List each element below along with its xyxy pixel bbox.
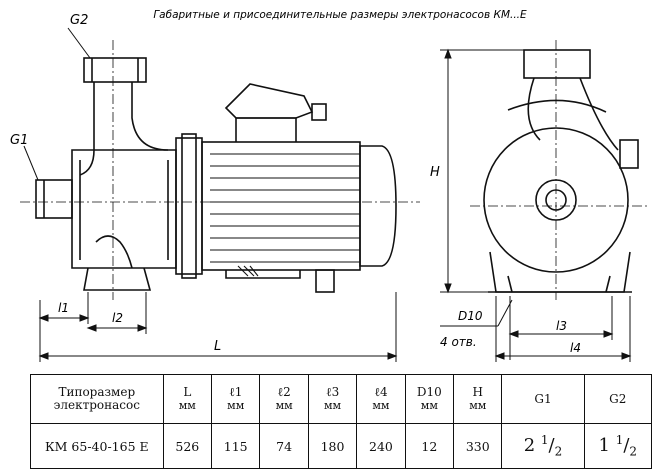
- label-l4: l4: [570, 341, 581, 355]
- motor-flange: [175, 137, 203, 275]
- label-l1: l1: [58, 301, 69, 315]
- cell-g1: 2 1/2: [501, 423, 585, 469]
- front-view: [483, 49, 639, 293]
- terminal-box: [235, 117, 297, 142]
- label-l-total: L: [214, 339, 221, 354]
- label-g2: G2: [70, 13, 88, 28]
- pump-dimension-drawing: Габаритные и присоединительные размеры э…: [10, 9, 650, 362]
- volute-casing: [71, 149, 177, 269]
- cell-model: КМ 65-40-165 Е: [30, 423, 164, 469]
- drawing-title: Габаритные и присоединительные размеры э…: [153, 9, 527, 21]
- suction-flange: [35, 179, 73, 219]
- label-holes: 4 отв.: [440, 335, 477, 349]
- cell-l1: 115: [211, 423, 261, 469]
- motor-body: [201, 141, 361, 271]
- header-g1: G1: [501, 374, 585, 424]
- suction-port: [535, 179, 577, 221]
- center-lines: [20, 40, 650, 300]
- discharge-neck: [79, 82, 95, 176]
- front-outlet-flange: [523, 49, 591, 79]
- label-h: H: [430, 165, 440, 180]
- cell-l3: 180: [307, 423, 358, 469]
- cell-g2: 1 1/2: [583, 423, 653, 469]
- label-g1: G1: [10, 133, 28, 148]
- cell-l-total: 526: [162, 423, 213, 469]
- cell-d10: 12: [404, 423, 455, 469]
- discharge-flange: [83, 57, 147, 83]
- label-l3: l3: [556, 319, 567, 333]
- cell-h: 330: [453, 423, 503, 469]
- header-g2: G2: [583, 374, 653, 424]
- label-l2: l2: [112, 311, 123, 325]
- side-view: [35, 57, 397, 293]
- front-volute: [483, 127, 629, 273]
- motor-cooling-fins: [210, 153, 360, 277]
- motor-fan-cover: [359, 145, 397, 267]
- label-d10: D10: [458, 309, 483, 323]
- dimension-lines: [23, 27, 632, 362]
- cell-l4: 240: [356, 423, 406, 469]
- cell-l2: 74: [259, 423, 309, 469]
- table-row: КМ 65-40-165 Е 526 115 74 180 240 12 330…: [30, 423, 653, 469]
